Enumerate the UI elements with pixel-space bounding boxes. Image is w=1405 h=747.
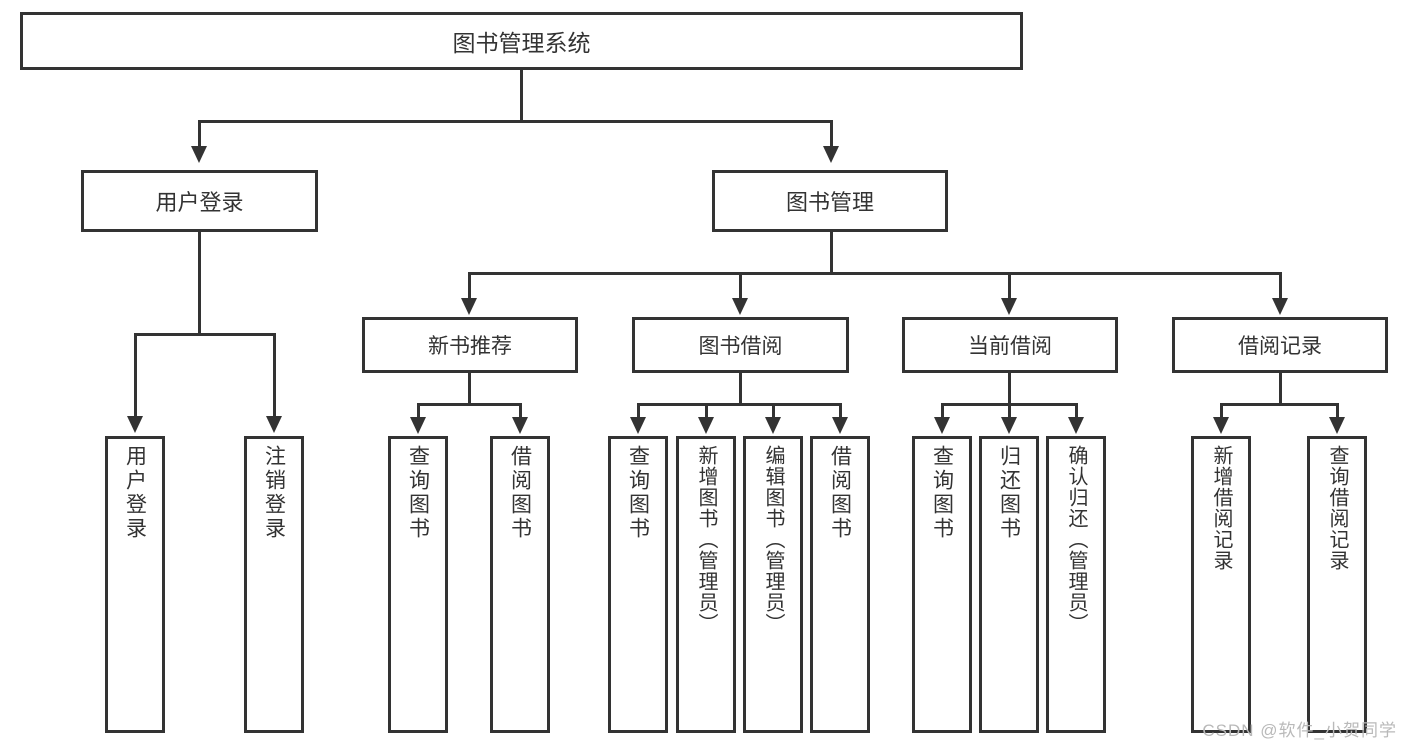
edge-drop-leaf-edit-book bbox=[772, 403, 775, 419]
node-leaf-query-book-2[interactable]: 查询图书 bbox=[608, 436, 668, 733]
arrowhead-leaf-query-record bbox=[1329, 417, 1345, 434]
node-label: 借阅记录 bbox=[1238, 335, 1322, 358]
edge-drop-user-login bbox=[198, 120, 201, 148]
edge-drop-book-borrow bbox=[739, 272, 742, 300]
edge-drop-leaf-add-book bbox=[705, 403, 708, 419]
arrowhead-current-borrow bbox=[1001, 298, 1017, 315]
node-leaf-return-book[interactable]: 归还图书 bbox=[979, 436, 1039, 733]
edge-drop-leaf-logout bbox=[273, 333, 276, 418]
arrowhead-borrow-record bbox=[1272, 298, 1288, 315]
node-leaf-query-borrow-record[interactable]: 查询借阅记录 bbox=[1307, 436, 1367, 733]
edge-drop-leaf-add-record bbox=[1220, 403, 1223, 419]
edge-user-login-stem bbox=[198, 232, 201, 335]
node-new-book-recommendation[interactable]: 新书推荐 bbox=[362, 317, 578, 373]
edge-drop-leaf-return-book bbox=[1008, 403, 1011, 419]
node-borrow-record[interactable]: 借阅记录 bbox=[1172, 317, 1388, 373]
edge-user-login-bus bbox=[134, 333, 276, 336]
edge-borrow-record-bus bbox=[1220, 403, 1339, 406]
node-label: 编辑图书（管理员） bbox=[762, 445, 784, 634]
arrowhead-leaf-confirm-return bbox=[1068, 417, 1084, 434]
node-label: 归还图书 bbox=[997, 445, 1021, 541]
arrowhead-leaf-borrow-book-1 bbox=[512, 417, 528, 434]
arrowhead-leaf-query-book-3 bbox=[934, 417, 950, 434]
node-label: 查询借阅记录 bbox=[1326, 445, 1348, 571]
edge-new-book-rec-stem bbox=[468, 373, 471, 405]
arrowhead-leaf-query-book-2 bbox=[630, 417, 646, 434]
edge-drop-leaf-borrow-book-2 bbox=[839, 403, 842, 419]
arrowhead-user-login bbox=[191, 146, 207, 163]
node-label: 新增图书（管理员） bbox=[695, 445, 717, 634]
edge-drop-borrow-record bbox=[1279, 272, 1282, 300]
node-book-borrow[interactable]: 图书借阅 bbox=[632, 317, 849, 373]
edge-drop-leaf-query-record bbox=[1336, 403, 1339, 419]
edge-book-manage-stem bbox=[830, 232, 833, 274]
edge-root-stem bbox=[520, 70, 523, 122]
edge-current-borrow-stem bbox=[1008, 373, 1011, 405]
edge-drop-current-borrow bbox=[1008, 272, 1011, 300]
node-label: 当前借阅 bbox=[968, 335, 1052, 358]
arrowhead-leaf-logout bbox=[266, 416, 282, 433]
edge-drop-leaf-query-book-3 bbox=[941, 403, 944, 419]
node-label: 查询图书 bbox=[626, 445, 650, 541]
node-leaf-query-book-1[interactable]: 查询图书 bbox=[388, 436, 448, 733]
arrowhead-leaf-user-login bbox=[127, 416, 143, 433]
node-label: 新增借阅记录 bbox=[1210, 445, 1232, 571]
arrowhead-leaf-borrow-book-2 bbox=[832, 417, 848, 434]
arrowhead-new-book-rec bbox=[461, 298, 477, 315]
node-label: 用户登录 bbox=[155, 190, 244, 215]
node-leaf-query-book-3[interactable]: 查询图书 bbox=[912, 436, 972, 733]
edge-drop-leaf-query-book-1 bbox=[417, 403, 420, 419]
node-leaf-add-borrow-record[interactable]: 新增借阅记录 bbox=[1191, 436, 1251, 733]
arrowhead-book-borrow bbox=[732, 298, 748, 315]
arrowhead-leaf-return-book bbox=[1001, 417, 1017, 434]
edge-drop-new-book-rec bbox=[468, 272, 471, 300]
edge-drop-leaf-confirm-return bbox=[1075, 403, 1078, 419]
node-label: 图书管理 bbox=[785, 190, 874, 215]
edge-book-manage-bus bbox=[468, 272, 1282, 275]
node-root-book-management-system[interactable]: 图书管理系统 bbox=[20, 12, 1023, 70]
node-label: 图书借阅 bbox=[698, 335, 783, 358]
edge-drop-leaf-query-book-2 bbox=[637, 403, 640, 419]
edge-new-book-rec-bus bbox=[417, 403, 522, 406]
node-leaf-edit-book-admin[interactable]: 编辑图书（管理员） bbox=[743, 436, 803, 733]
node-user-login[interactable]: 用户登录 bbox=[81, 170, 318, 232]
node-label: 注销登录 bbox=[262, 445, 286, 541]
node-leaf-user-login[interactable]: 用户登录 bbox=[105, 436, 165, 733]
node-current-borrow[interactable]: 当前借阅 bbox=[902, 317, 1118, 373]
node-label: 查询图书 bbox=[406, 445, 430, 541]
edge-borrow-record-stem bbox=[1279, 373, 1282, 405]
node-label: 用户登录 bbox=[123, 445, 147, 541]
arrowhead-book-manage bbox=[823, 146, 839, 163]
arrowhead-leaf-query-book-1 bbox=[410, 417, 426, 434]
edge-drop-book-manage bbox=[830, 120, 833, 148]
edge-root-bus bbox=[198, 120, 833, 123]
node-label: 借阅图书 bbox=[508, 445, 532, 541]
watermark-text: CSDN @软件_小贺同学 bbox=[1202, 721, 1397, 740]
edge-book-borrow-bus bbox=[637, 403, 842, 406]
node-leaf-add-book-admin[interactable]: 新增图书（管理员） bbox=[676, 436, 736, 733]
node-leaf-confirm-return-admin[interactable]: 确认归还（管理员） bbox=[1046, 436, 1106, 733]
node-label: 图书管理系统 bbox=[452, 30, 591, 56]
node-label: 借阅图书 bbox=[828, 445, 852, 541]
edge-drop-leaf-user-login bbox=[134, 333, 137, 418]
node-label: 查询图书 bbox=[930, 445, 954, 541]
edge-drop-leaf-borrow-book-1 bbox=[519, 403, 522, 419]
edge-book-borrow-stem bbox=[739, 373, 742, 405]
node-leaf-borrow-book-1[interactable]: 借阅图书 bbox=[490, 436, 550, 733]
node-leaf-logout[interactable]: 注销登录 bbox=[244, 436, 304, 733]
node-label: 确认归还（管理员） bbox=[1065, 445, 1087, 634]
arrowhead-leaf-edit-book bbox=[765, 417, 781, 434]
arrowhead-leaf-add-book bbox=[698, 417, 714, 434]
node-leaf-borrow-book-2[interactable]: 借阅图书 bbox=[810, 436, 870, 733]
node-label: 新书推荐 bbox=[428, 335, 512, 358]
node-book-management[interactable]: 图书管理 bbox=[712, 170, 948, 232]
arrowhead-leaf-add-record bbox=[1213, 417, 1229, 434]
